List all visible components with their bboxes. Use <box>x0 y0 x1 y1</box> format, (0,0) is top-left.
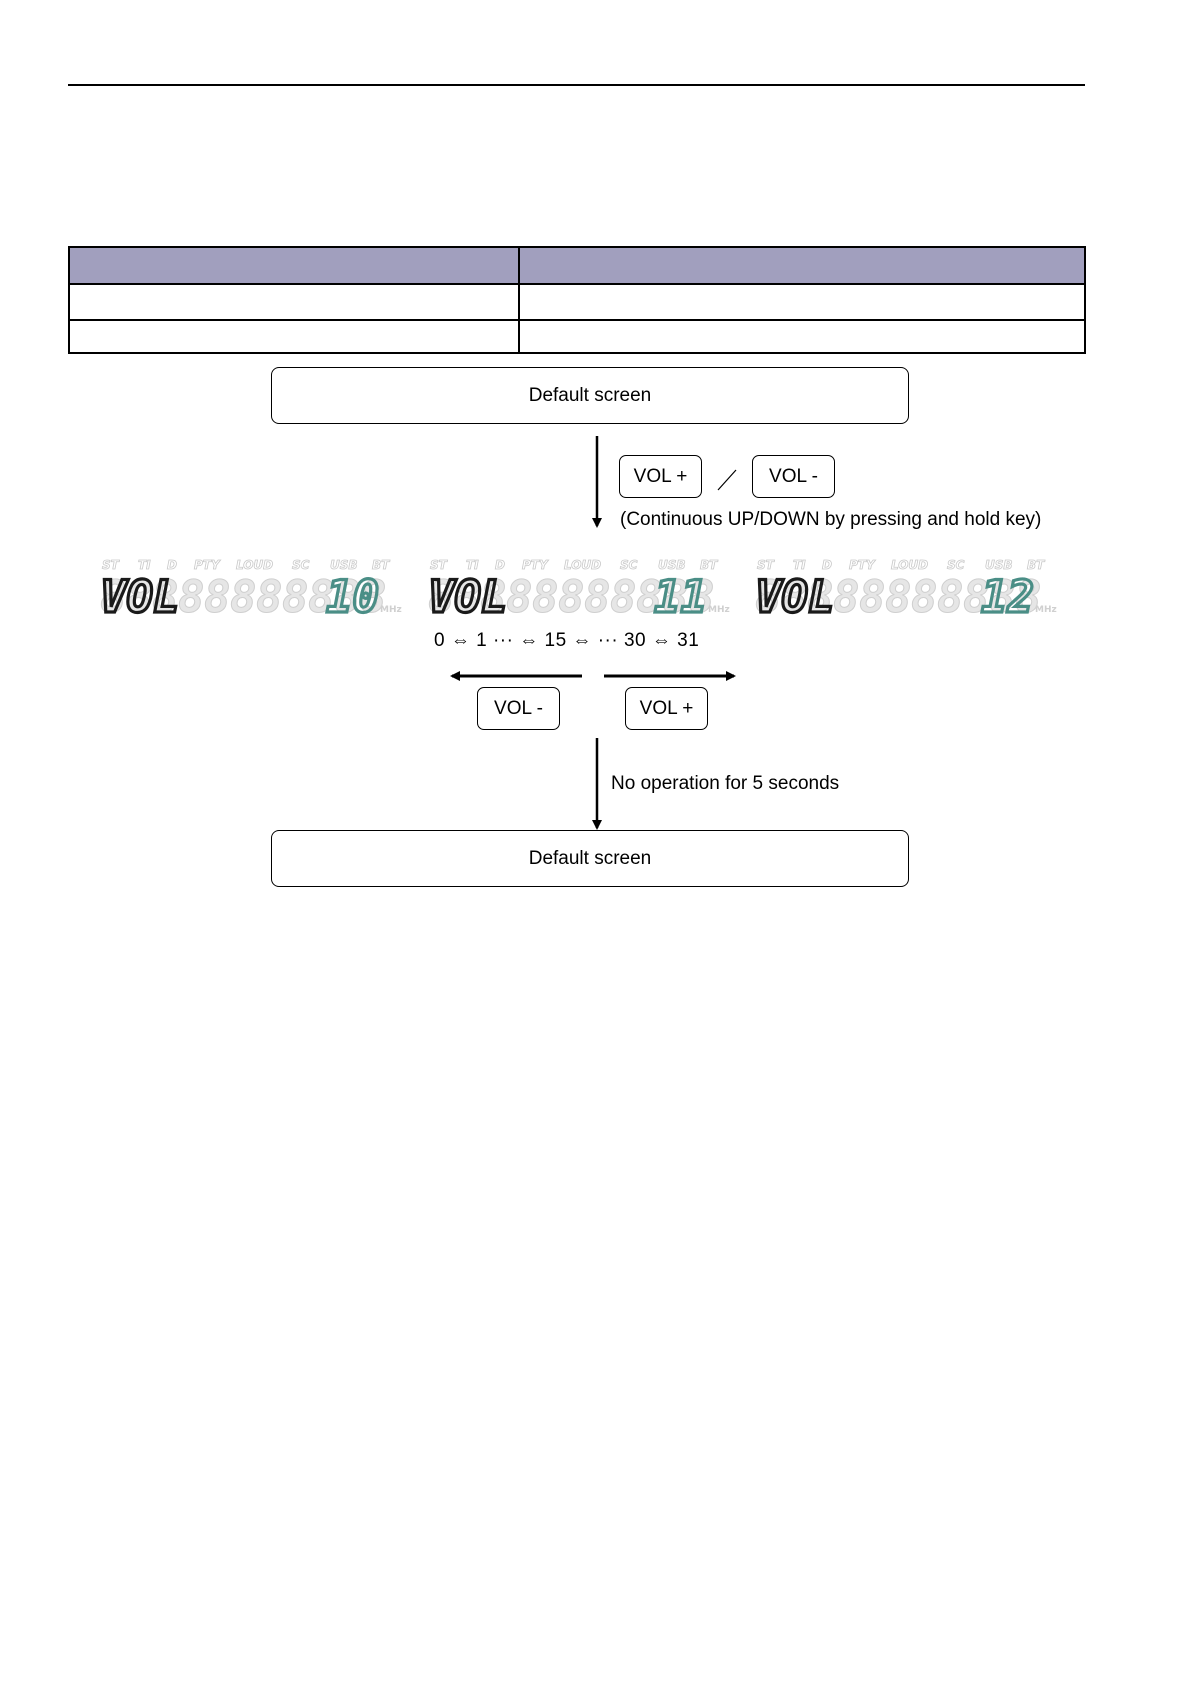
lcd-volume-value: 11 <box>654 572 707 618</box>
lcd-indicator: TI <box>466 558 479 572</box>
top-rule <box>68 84 1085 86</box>
vol-down-key: VOL - <box>752 455 835 498</box>
vol-down-key-left: VOL - <box>477 687 560 730</box>
lcd-indicator: SC <box>620 558 638 572</box>
lcd-ghost-segment: 8 <box>360 572 387 618</box>
table-row <box>68 319 1086 354</box>
lcd-text: VOL <box>100 572 179 618</box>
lcd-ghost-segment: 8 <box>558 572 585 618</box>
lcd-ghost-segment: 8 <box>230 572 257 618</box>
lcd-text: VOL <box>428 572 507 618</box>
lcd-volume-value: 12 <box>981 572 1034 618</box>
lcd-volume-value: 10 <box>326 572 379 618</box>
key-separator-slash <box>717 469 737 491</box>
vol-up-key-right: VOL + <box>625 687 708 730</box>
lcd-ghost-segment: 8 <box>989 572 1016 618</box>
lcd-indicator: ST <box>757 558 775 572</box>
lcd-indicator: LOUD <box>891 558 928 572</box>
lcd-ghost-segment: 8 <box>308 572 335 618</box>
table-cell <box>68 319 520 354</box>
lcd-indicator: ST <box>430 558 448 572</box>
lcd-ghost-segment: 8 <box>204 572 231 618</box>
lcd-ghost-segment: 8 <box>126 572 153 618</box>
lcd-indicator: SC <box>292 558 310 572</box>
volume-range-sequence: 0 ⇔ 1 ··· ⇔ 15 ⇔ ··· 30 ⇔ 31 <box>434 630 700 651</box>
lcd-ghost-segment: 8 <box>454 572 481 618</box>
lcd-ghost-segment: 8 <box>688 572 715 618</box>
timeout-note: No operation for 5 seconds <box>611 773 840 794</box>
lcd-indicator: BT <box>700 558 718 572</box>
lcd-ghost-segment: 8 <box>937 572 964 618</box>
lcd-ghost-segment: 8 <box>100 572 127 618</box>
lcd-ghost-segment: 8 <box>506 572 533 618</box>
lcd-ghost-segment: 8 <box>755 572 782 618</box>
lcd-ghost-segment: 8 <box>963 572 990 618</box>
continuous-note: (Continuous UP/DOWN by pressing and hold… <box>620 509 1042 530</box>
lcd-ghost-segment: 8 <box>1015 572 1042 618</box>
vol-up-key: VOL + <box>619 455 702 498</box>
lcd-ghost-segment: 8 <box>480 572 507 618</box>
lcd-ghost-segment: 8 <box>911 572 938 618</box>
lcd-unit: MHz <box>380 605 402 615</box>
lcd-indicator: BT <box>372 558 390 572</box>
table-header-cell <box>68 246 520 285</box>
lcd-indicator: PTY <box>194 558 221 572</box>
lcd-unit: MHz <box>708 605 730 615</box>
lcd-ghost-segment: 8 <box>833 572 860 618</box>
lcd-indicator: USB <box>658 558 686 572</box>
lcd-ghost-segment: 8 <box>662 572 689 618</box>
table-cell <box>518 283 1086 321</box>
lcd-ghost-segment: 8 <box>636 572 663 618</box>
lcd-indicator: D <box>822 558 832 572</box>
lcd-ghost-segment: 8 <box>610 572 637 618</box>
spec-table <box>68 246 1086 354</box>
lcd-indicator: D <box>167 558 177 572</box>
lcd-indicator: USB <box>330 558 358 572</box>
lcd-ghost-segment: 8 <box>859 572 886 618</box>
lcd-ghost-segment: 8 <box>781 572 808 618</box>
lcd-ghost-segment: 8 <box>152 572 179 618</box>
lcd-indicator: USB <box>985 558 1013 572</box>
lcd-ghost-segment: 8 <box>807 572 834 618</box>
lcd-ghost-segment: 8 <box>282 572 309 618</box>
table-cell <box>518 319 1086 354</box>
lcd-indicator: LOUD <box>564 558 601 572</box>
lcd-indicator: BT <box>1027 558 1045 572</box>
lcd-unit: MHz <box>1035 605 1057 615</box>
lcd-ghost-segment: 8 <box>584 572 611 618</box>
table-cell <box>68 283 520 321</box>
lcd-indicator: PTY <box>522 558 549 572</box>
lcd-ghost-segment: 8 <box>334 572 361 618</box>
default-screen-box-top: Default screen <box>271 367 909 424</box>
table-header-row <box>68 246 1086 285</box>
lcd-ghost-segment: 8 <box>256 572 283 618</box>
lcd-ghost-segment: 8 <box>178 572 205 618</box>
table-header-cell <box>518 246 1086 285</box>
lcd-indicator: LOUD <box>236 558 273 572</box>
lcd-ghost-segment: 8 <box>885 572 912 618</box>
lcd-indicator: TI <box>138 558 151 572</box>
lcd-ghost-segment: 8 <box>532 572 559 618</box>
default-screen-box-bottom: Default screen <box>271 830 909 887</box>
lcd-indicator: PTY <box>849 558 876 572</box>
lcd-indicator: TI <box>793 558 806 572</box>
lcd-indicator: D <box>495 558 505 572</box>
lcd-text: VOL <box>755 572 834 618</box>
lcd-ghost-segment: 8 <box>428 572 455 618</box>
lcd-indicator: ST <box>102 558 120 572</box>
lcd-indicator: SC <box>947 558 965 572</box>
table-row <box>68 283 1086 321</box>
